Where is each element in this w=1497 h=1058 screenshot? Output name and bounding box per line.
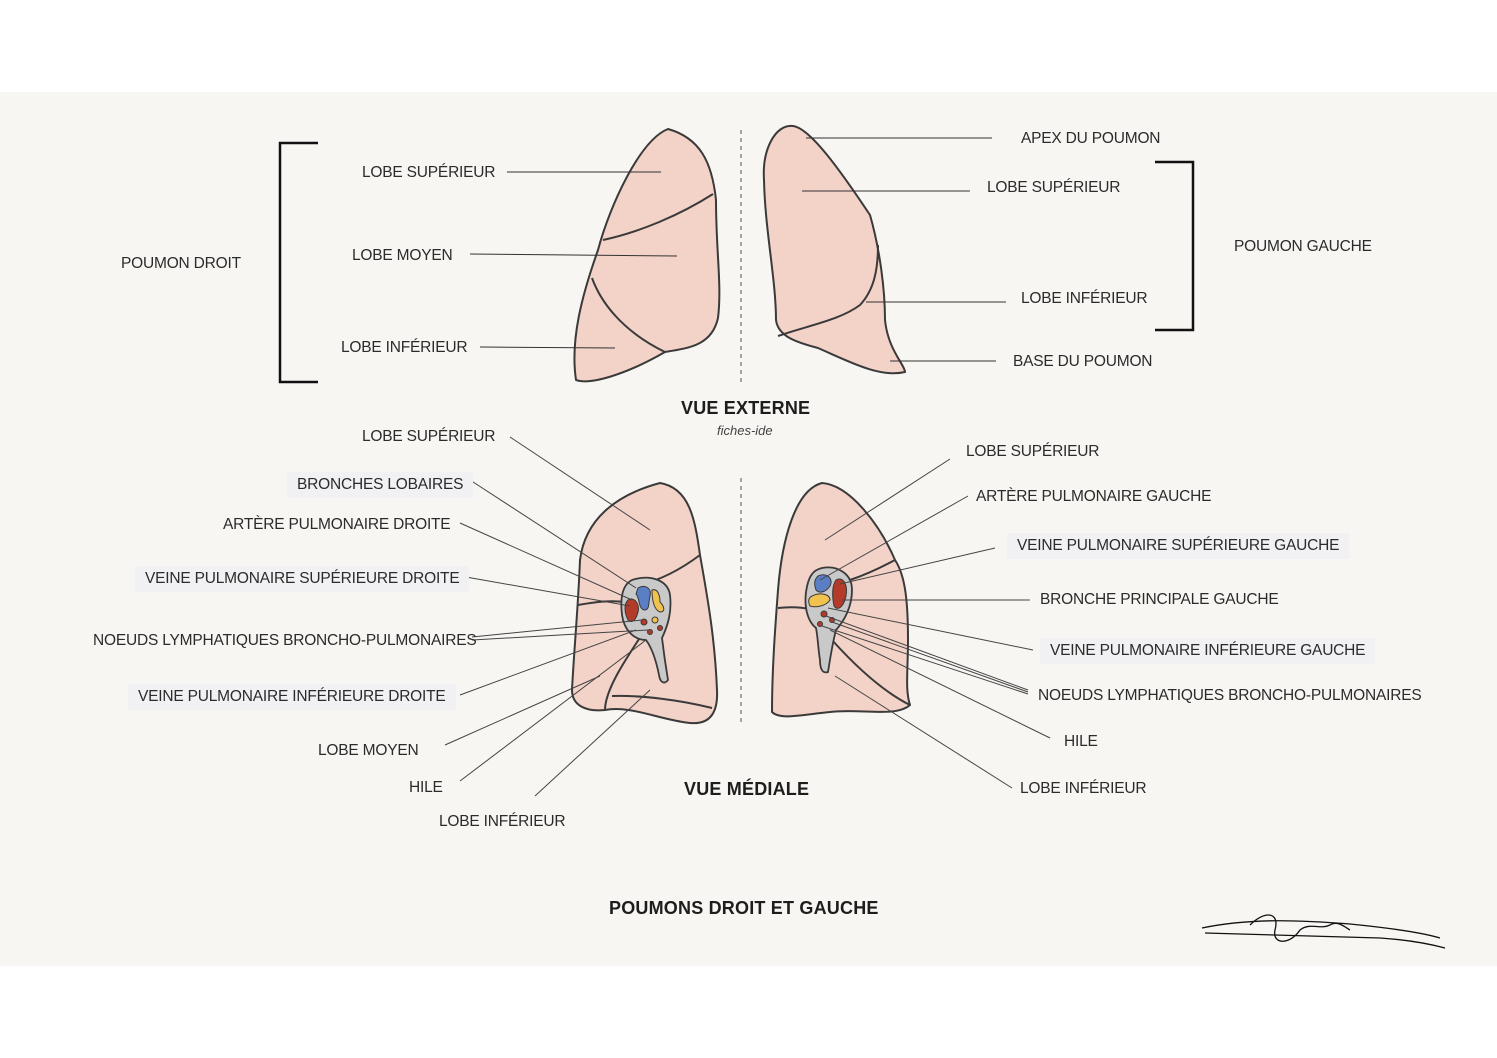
label-med-left-main-bronchus: BRONCHE PRINCIPALE GAUCHE bbox=[1040, 591, 1279, 608]
bracket-left-lung bbox=[1155, 160, 1195, 332]
label-med-right-lobar-bronchi: BRONCHES LOBAIRES bbox=[287, 472, 474, 498]
external-right-lung bbox=[573, 128, 721, 383]
medial-left-vessels bbox=[808, 574, 847, 627]
signature-mark bbox=[1201, 914, 1446, 949]
label-ext-left-upper: LOBE SUPÉRIEUR bbox=[987, 179, 1121, 196]
diagram-sheet bbox=[0, 92, 1497, 966]
medial-right-vessels bbox=[624, 585, 665, 635]
label-ext-right-upper: LOBE SUPÉRIEUR bbox=[362, 164, 496, 181]
medial-view-title: VUE MÉDIALE bbox=[684, 779, 810, 799]
label-med-left-inf-vein: VEINE PULMONAIRE INFÉRIEURE GAUCHE bbox=[1040, 638, 1376, 664]
label-med-left-lymph: NOEUDS LYMPHATIQUES BRONCHO-PULMONAIRES bbox=[1038, 687, 1422, 704]
label-med-left-artery: ARTÈRE PULMONAIRE GAUCHE bbox=[976, 488, 1212, 505]
label-right-group: POUMON DROIT bbox=[121, 255, 241, 272]
credit-text: fiches-ide bbox=[717, 423, 773, 438]
label-med-left-sup-vein: VEINE PULMONAIRE SUPÉRIEURE GAUCHE bbox=[1007, 533, 1350, 559]
label-med-right-lymph: NOEUDS LYMPHATIQUES BRONCHO-PULMONAIRES bbox=[93, 632, 477, 649]
label-ext-left-base: BASE DU POUMON bbox=[1013, 353, 1153, 370]
external-left-lung bbox=[762, 124, 906, 375]
label-ext-left-lower: LOBE INFÉRIEUR bbox=[1021, 290, 1148, 307]
label-ext-right-lower: LOBE INFÉRIEUR bbox=[341, 339, 468, 356]
label-med-right-inf-vein: VEINE PULMONAIRE INFÉRIEURE DROITE bbox=[128, 684, 456, 710]
label-med-right-lower: LOBE INFÉRIEUR bbox=[439, 813, 566, 830]
label-ext-right-middle: LOBE MOYEN bbox=[352, 247, 453, 264]
label-med-right-middle: LOBE MOYEN bbox=[318, 742, 419, 759]
label-med-right-hilum: HILE bbox=[409, 779, 443, 796]
bracket-right-lung bbox=[278, 141, 318, 384]
external-view-title: VUE EXTERNE bbox=[681, 398, 811, 418]
label-med-left-hilum: HILE bbox=[1064, 733, 1098, 750]
label-med-left-lower: LOBE INFÉRIEUR bbox=[1020, 780, 1147, 797]
label-ext-left-apex: APEX DU POUMON bbox=[1021, 130, 1161, 147]
label-left-group: POUMON GAUCHE bbox=[1234, 238, 1372, 255]
page-title: POUMONS DROIT ET GAUCHE bbox=[609, 898, 879, 918]
label-med-right-artery: ARTÈRE PULMONAIRE DROITE bbox=[223, 516, 451, 533]
label-med-right-upper: LOBE SUPÉRIEUR bbox=[362, 428, 496, 445]
label-med-right-sup-vein: VEINE PULMONAIRE SUPÉRIEURE DROITE bbox=[135, 566, 470, 592]
label-med-left-upper: LOBE SUPÉRIEUR bbox=[966, 443, 1100, 460]
